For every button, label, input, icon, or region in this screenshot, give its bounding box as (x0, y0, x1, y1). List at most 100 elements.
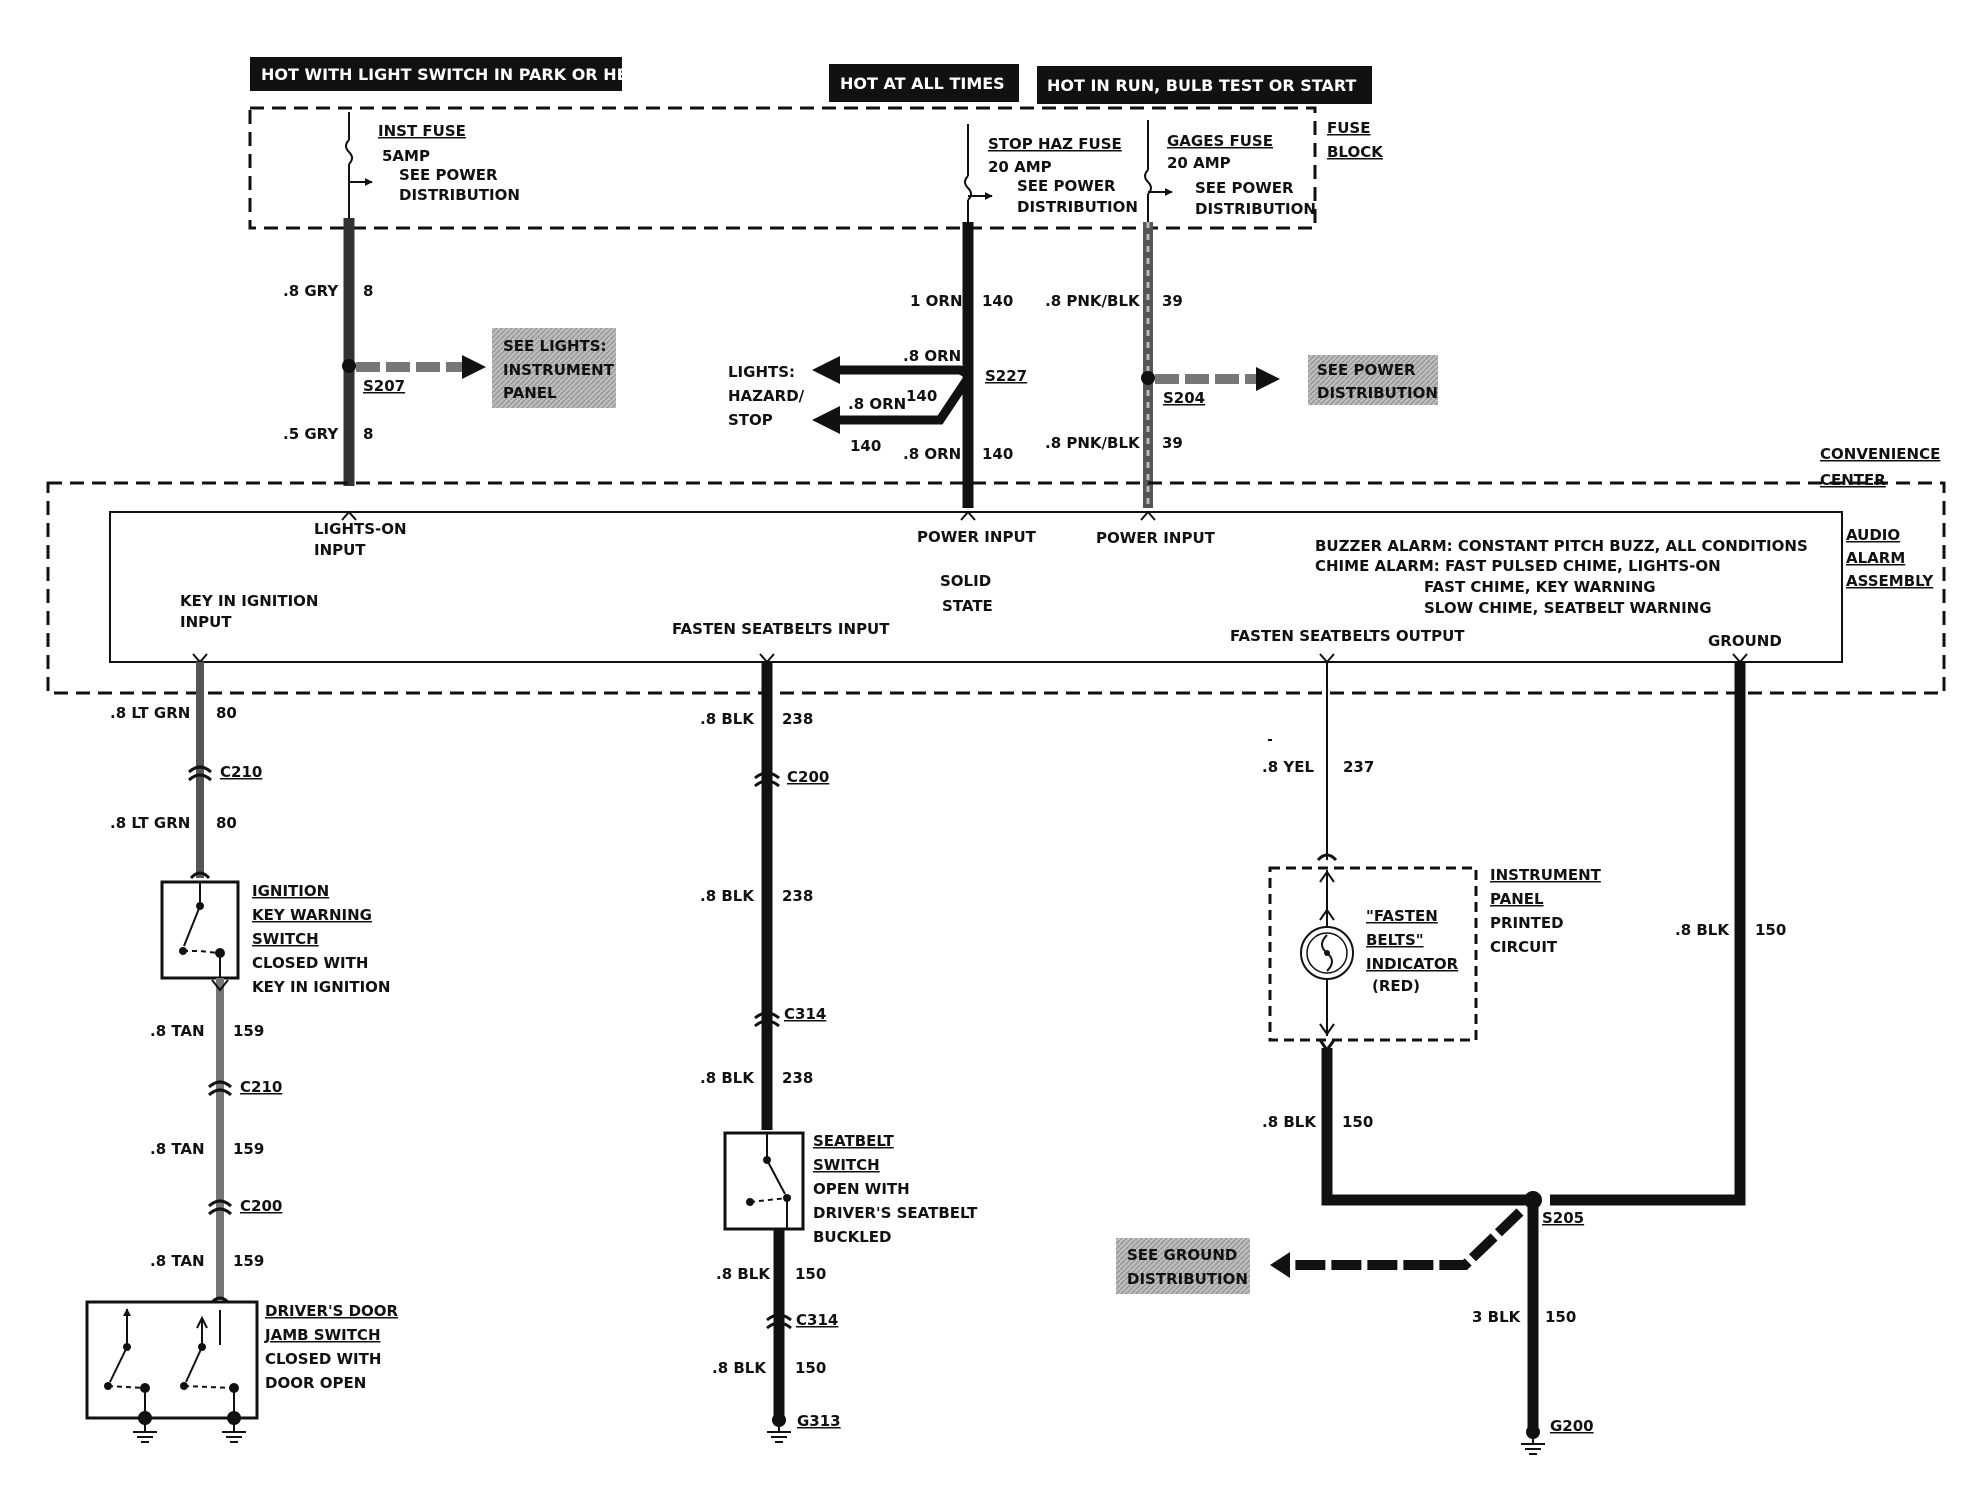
ref-hazard-1: LIGHTS: (728, 363, 795, 381)
pin-power-orn (960, 510, 976, 521)
ip-circuit-label-3: PRINTED (1490, 914, 1564, 932)
connector-c314-b (766, 1313, 792, 1330)
wire-tan-2-label: .8 TAN (150, 1140, 205, 1158)
connector-c314-a-label: C314 (784, 1005, 826, 1023)
ign-switch-top-pin (189, 871, 211, 880)
chime-alarm-text-2: FAST CHIME, KEY WARNING (1424, 578, 1656, 596)
ref-ground-dist-2: DISTRIBUTION (1127, 1270, 1248, 1288)
arrow-s207 (462, 355, 486, 379)
power-input-label-2: POWER INPUT (1096, 529, 1216, 547)
header-park-head-text: HOT WITH LIGHT SWITCH IN PARK OR HEAD (261, 65, 653, 84)
ign-switch-label-3: SWITCH (252, 930, 319, 948)
splice-s204-dot (1141, 371, 1155, 385)
door-switch-ground-2 (222, 1411, 246, 1443)
gages-fuse-ref-2: DISTRIBUTION (1195, 200, 1316, 218)
chime-alarm-text-1: CHIME ALARM: FAST PULSED CHIME, LIGHTS-O… (1315, 557, 1721, 575)
wire-orn-branch-1 (835, 365, 971, 379)
splice-s227-label: S227 (985, 367, 1027, 385)
stop-haz-fuse-ref-2: DISTRIBUTION (1017, 198, 1138, 216)
arrow-s204 (1256, 367, 1280, 391)
wire-blk238-2-label: .8 BLK (700, 887, 755, 905)
ref-lights-ip-3: PANEL (503, 384, 557, 402)
door-switch-label-1: DRIVER'S DOOR (265, 1302, 399, 1320)
wire-orn-branch-2 (835, 375, 972, 425)
fasten-output-label: FASTEN SEATBELTS OUTPUT (1230, 627, 1465, 645)
door-switch-label-3: CLOSED WITH (265, 1350, 381, 1368)
wire-tan-2-circuit: 159 (233, 1140, 264, 1158)
gages-fuse-ref-1: SEE POWER (1195, 179, 1294, 197)
seatbelt-switch-label-4: DRIVER'S SEATBELT (813, 1204, 978, 1222)
wire-pnk-top-circuit: 39 (1162, 292, 1183, 310)
seatbelt-switch-label-5: BUCKLED (813, 1228, 892, 1246)
stop-haz-fuse: STOP HAZ FUSE 20 AMP SEE POWER DISTRIBUT… (964, 124, 1138, 222)
solid-state-label-1: SOLID (940, 572, 991, 590)
wire-blk150-gnd-circuit: 150 (1755, 921, 1786, 939)
wire-blk238-3-label: .8 BLK (700, 1069, 755, 1087)
ref-ground-dist-1: SEE GROUND (1127, 1246, 1237, 1264)
wire-orn-bottom-label: .8 ORN (903, 445, 961, 463)
wire-ltgrn-top-label: .8 LT GRN (110, 704, 190, 722)
wire-blk150-gnd-label: .8 BLK (1675, 921, 1730, 939)
key-in-label-1: KEY IN IGNITION (180, 592, 318, 610)
wire-tan-1-circuit: 159 (233, 1022, 264, 1040)
wire-pnk-bottom-label: .8 PNK/BLK (1045, 434, 1141, 452)
ign-switch-label-2: KEY WARNING (252, 906, 372, 924)
seatbelt-switch-label-2: SWITCH (813, 1156, 880, 1174)
wire-orn-branch-1-label: .8 ORN (903, 347, 961, 365)
arrow-orn-2 (812, 406, 840, 434)
seatbelt-switch-blade (766, 1159, 786, 1195)
wire-ground-dist (1290, 1208, 1524, 1270)
wire-blk150-sb-1-circuit: 150 (795, 1265, 826, 1283)
fasten-belts-indicator (1300, 870, 1354, 1036)
pin-lights-on (341, 510, 357, 521)
door-switch-arrow-right (196, 1315, 208, 1329)
wire-yel-label: .8 YEL (1262, 758, 1314, 776)
wire-blk238-2-circuit: 238 (782, 887, 813, 905)
convenience-center-label-1: CONVENIENCE (1820, 445, 1940, 463)
wire-gry-bottom-label: .5 GRY (283, 425, 339, 443)
inst-fuse: INST FUSE 5AMP SEE POWER DISTRIBUTION (345, 112, 520, 218)
pin-power-pnk (1140, 510, 1156, 521)
splice-s207-dot (342, 359, 356, 373)
connector-c200-b-label: C200 (787, 768, 829, 786)
arrow-orn-1 (812, 356, 840, 384)
ign-switch-dash (183, 950, 219, 954)
alarm-assembly-box (109, 511, 1843, 663)
ip-circuit-label-4: CIRCUIT (1490, 938, 1558, 956)
ref-lights-ip-2: INSTRUMENT (503, 361, 615, 379)
ref-lights-instrument-panel: SEE LIGHTS: INSTRUMENT PANEL (492, 328, 616, 408)
connector-c200-b (754, 771, 780, 788)
wire-blk238-1-label: .8 BLK (700, 710, 755, 728)
drivers-door-jamb-switch (85, 1300, 259, 1420)
wire-blk150-ip-label: .8 BLK (1262, 1113, 1317, 1131)
ground-g200 (1521, 1425, 1545, 1455)
wire-orn-top-circuit: 140 (982, 292, 1013, 310)
gages-fuse: GAGES FUSE 20 AMP SEE POWER DISTRIBUTION (1144, 120, 1316, 222)
wire-gry-top-label: .8 GRY (283, 282, 339, 300)
wire-blk-150-indicator (1321, 1048, 1533, 1206)
splice-s205-label: S205 (1542, 1209, 1584, 1227)
wire-blk150-sb-2-circuit: 150 (795, 1359, 826, 1377)
wire-tan-3-circuit: 159 (233, 1252, 264, 1270)
gages-fuse-rating: 20 AMP (1167, 154, 1231, 172)
chime-alarm-text-3: SLOW CHIME, SEATBELT WARNING (1424, 599, 1712, 617)
door-switch-dash-1 (107, 1385, 146, 1389)
wire-yel-circuit: 237 (1343, 758, 1374, 776)
convenience-center-label-2: CENTER (1820, 471, 1886, 489)
connector-c210-b (207, 1080, 233, 1097)
seatbelt-switch-dash (749, 1197, 788, 1203)
wire-gry-top-circuit: 8 (363, 282, 373, 300)
ground-g313-label: G313 (797, 1412, 841, 1430)
key-in-label-2: INPUT (180, 613, 232, 631)
wire-tan-3-label: .8 TAN (150, 1252, 205, 1270)
wire-blk238-3-circuit: 238 (782, 1069, 813, 1087)
splice-s207-label: S207 (363, 377, 405, 395)
inst-fuse-name: INST FUSE (378, 122, 466, 140)
door-switch-blade-2 (185, 1346, 203, 1383)
connector-c200-a-label: C200 (240, 1197, 282, 1215)
wire-ltgrn-bottom-label: .8 LT GRN (110, 814, 190, 832)
wire-blk150-sb-1-label: .8 BLK (716, 1265, 771, 1283)
wire-gry-bottom-circuit: 8 (363, 425, 373, 443)
wire-orn-branch-2-circuit-b: 140 (850, 437, 881, 455)
